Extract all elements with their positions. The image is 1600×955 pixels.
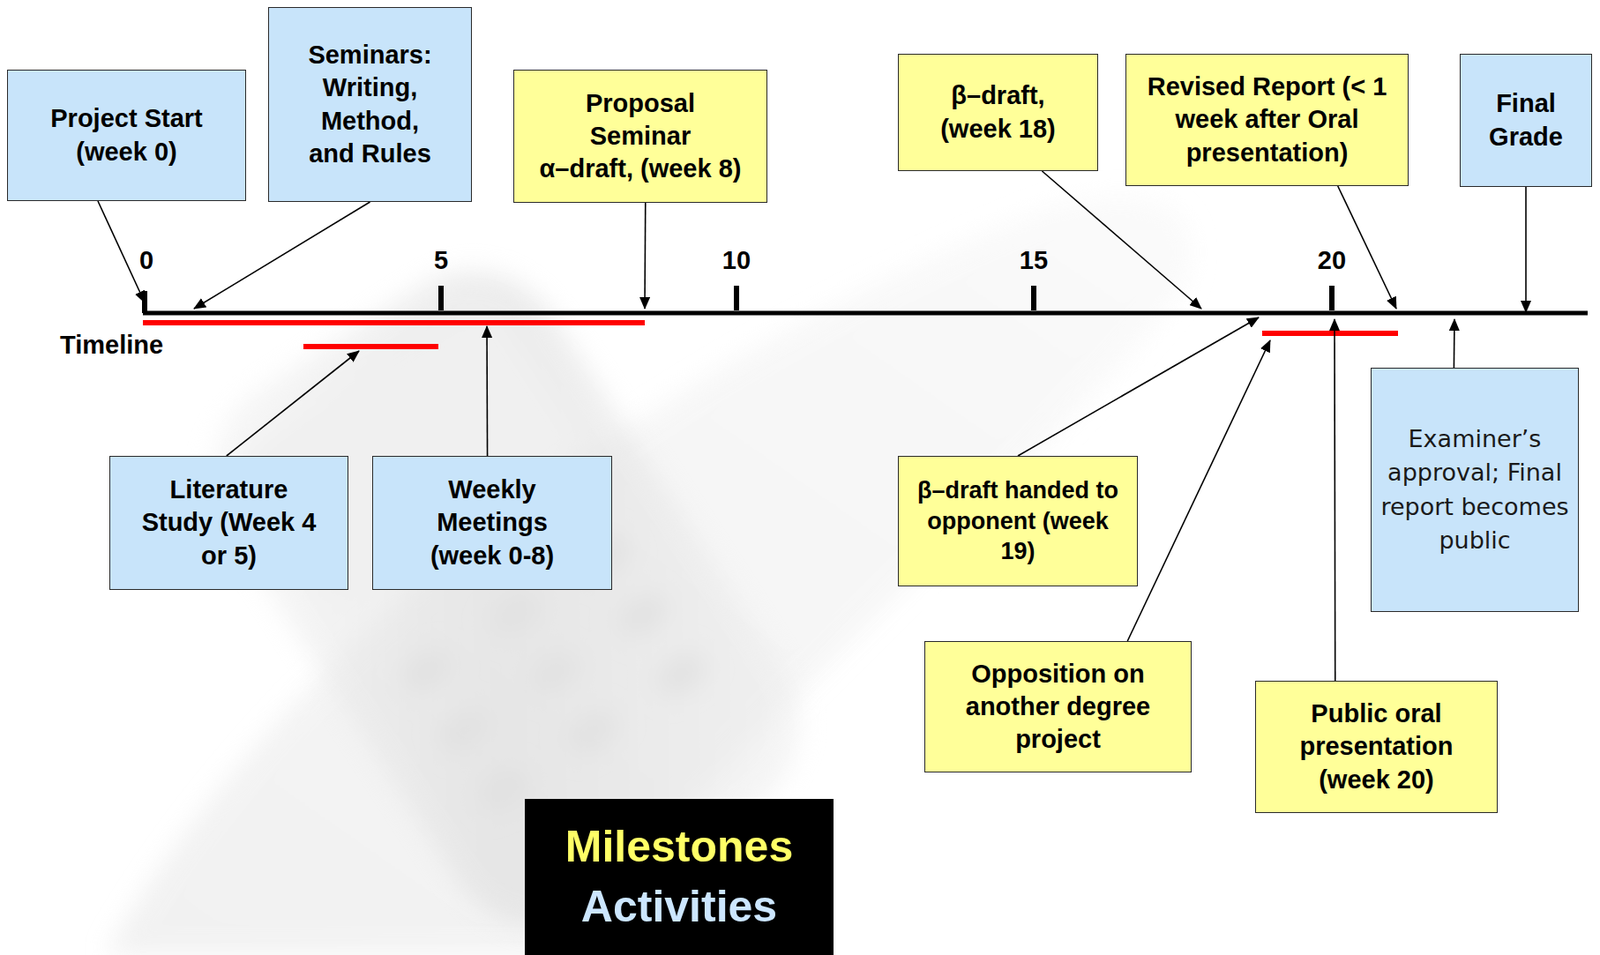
box-text: β–draft, (week 18) — [932, 79, 1065, 145]
legend-box: MilestonesActivities — [524, 799, 834, 955]
leader-arrow — [97, 201, 145, 303]
leader-arrow — [1338, 186, 1397, 309]
leader-arrow — [1017, 317, 1259, 457]
tick-mark — [1031, 285, 1037, 311]
legend-text: Activities — [581, 882, 778, 932]
leader-arrow — [1453, 319, 1456, 368]
box-text: Public oral presentation (week 20) — [1275, 697, 1479, 796]
milestone-box: Final Grade — [1459, 53, 1593, 187]
leader-arrow — [1333, 319, 1336, 681]
box-text: Opposition on another degree project — [952, 657, 1165, 756]
tick-mark — [1329, 285, 1335, 311]
tick-label: 15 — [1019, 245, 1048, 277]
timeline-label: Timeline — [59, 329, 164, 361]
leader-arrow — [1127, 340, 1271, 642]
box-text: α–draft, (week 8) — [539, 152, 742, 186]
tick-label: 0 — [139, 245, 154, 277]
tick-label: 20 — [1317, 245, 1346, 277]
milestone-box: β–draft handed to opponent (week 19) — [897, 456, 1138, 587]
milestone-box: Revised Report (< 1 week after Oral pres… — [1125, 53, 1409, 187]
activity-bar — [1262, 330, 1399, 337]
box-text: Project Start (week 0) — [38, 102, 216, 168]
activity-bar — [142, 320, 645, 326]
box-text: Seminars: Writing, Method, and Rules — [299, 38, 442, 170]
timeline-axis — [142, 311, 1588, 316]
leader-arrow — [1525, 186, 1527, 313]
tick-mark — [438, 285, 444, 311]
leader-arrow — [226, 351, 359, 457]
leader-arrow — [194, 201, 371, 309]
activity-box: Seminars: Writing, Method, and Rules — [268, 7, 472, 202]
phone-body — [174, 234, 837, 955]
milestone-box: Project Start (week 0) — [7, 69, 247, 202]
box-text: β–draft handed to opponent (week 19) — [907, 475, 1129, 568]
box-text: Final Grade — [1469, 87, 1583, 153]
tick-label: 5 — [433, 245, 449, 277]
activity-bar — [303, 343, 439, 350]
leader-arrow — [643, 202, 646, 309]
box-text: Literature Study (Week 4 or 5) — [141, 473, 318, 572]
activity-box: Opposition on another degree project — [924, 641, 1192, 773]
milestone-box: β–draft, (week 18) — [897, 53, 1099, 172]
legend-swatch: Milestones — [565, 817, 793, 878]
tick-label: 10 — [722, 245, 751, 277]
box-text: Revised Report (< 1 week after Oral pres… — [1135, 70, 1399, 169]
box-text: Weekly Meetings (week 0-8) — [417, 473, 568, 572]
leader-arrow — [485, 326, 488, 457]
milestone-box: Proposal Seminarα–draft, (week 8) — [513, 69, 768, 203]
legend-text: Milestones — [565, 822, 793, 872]
legend-swatch: Activities — [581, 877, 778, 938]
leader-arrow — [1041, 171, 1202, 309]
activity-box: Literature Study (Week 4 or 5) — [109, 456, 349, 591]
box-text: Proposal Seminar — [565, 87, 716, 153]
activity-box: Weekly Meetings (week 0-8) — [372, 456, 613, 591]
tick-mark — [733, 285, 740, 311]
note-box: Examiner’s approval; Final report become… — [1370, 367, 1579, 613]
milestone-box: Public oral presentation (week 20) — [1255, 680, 1498, 814]
box-text: Examiner’s approval; Final report become… — [1380, 422, 1570, 558]
